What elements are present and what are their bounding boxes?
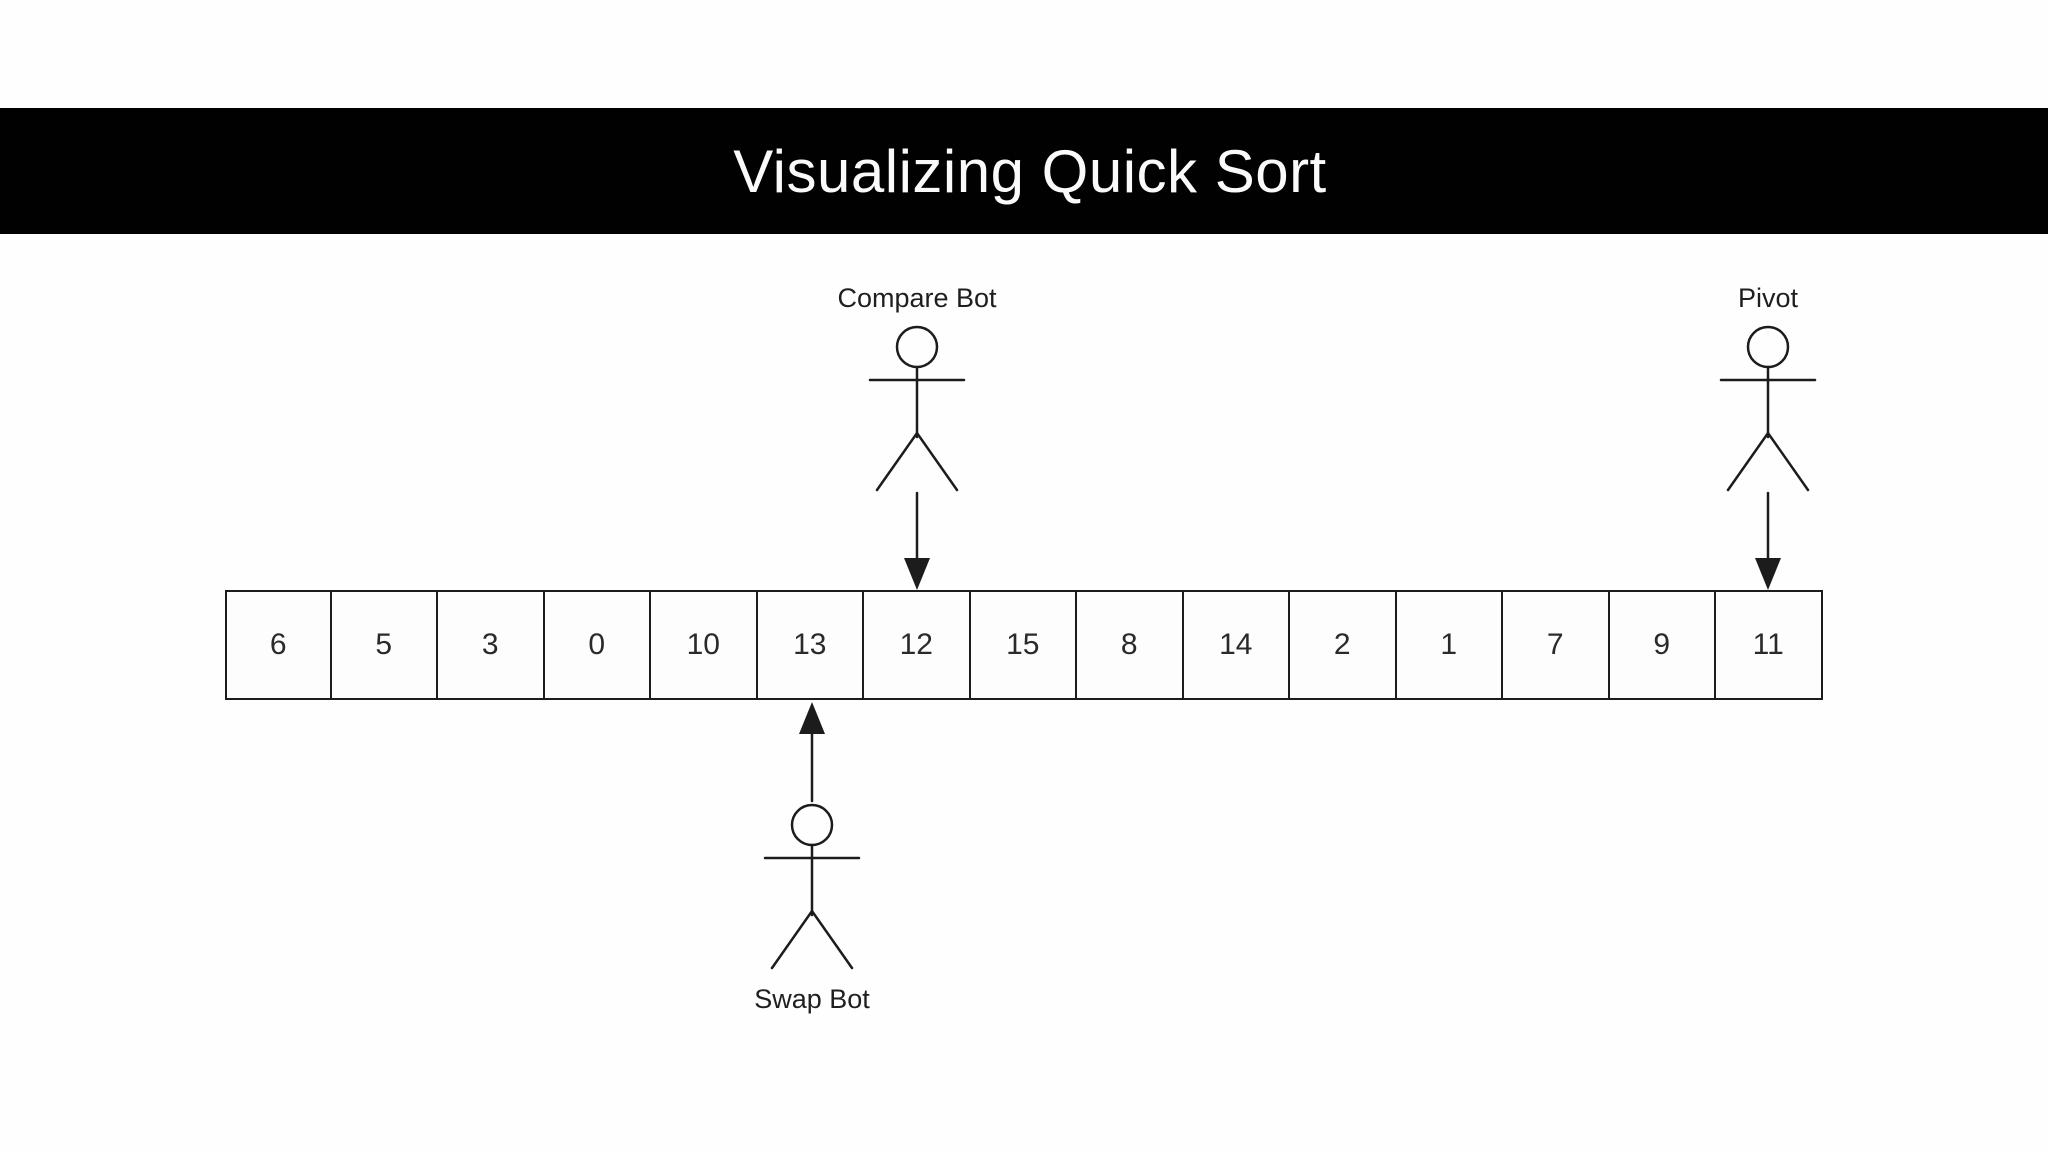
array-cell: 10 xyxy=(651,590,758,700)
array-cell: 8 xyxy=(1077,590,1184,700)
array-cell: 12 xyxy=(864,590,971,700)
swap-bot-actor-icon xyxy=(763,803,861,970)
array-cell: 6 xyxy=(225,590,332,700)
array-cell: 14 xyxy=(1183,590,1290,700)
array-cell: 13 xyxy=(757,590,864,700)
swap-bot-label: Swap Bot xyxy=(754,984,870,1014)
swap-bot-arrow xyxy=(799,702,825,803)
pivot-arrow xyxy=(1755,491,1781,590)
array-cell: 0 xyxy=(544,590,651,700)
array-cell: 7 xyxy=(1503,590,1610,700)
array-cell: 2 xyxy=(1290,590,1397,700)
array-cell: 1 xyxy=(1396,590,1503,700)
page-title: Visualizing Quick Sort xyxy=(733,137,1327,205)
array-cell: 9 xyxy=(1609,590,1716,700)
compare-bot-label: Compare Bot xyxy=(837,283,997,313)
array-cell: 5 xyxy=(331,590,438,700)
compare-bot-arrow xyxy=(904,491,930,590)
array-cell: 3 xyxy=(438,590,545,700)
array-cell: 15 xyxy=(970,590,1077,700)
pivot-actor-icon xyxy=(1719,325,1817,492)
array-cell: 11 xyxy=(1716,590,1823,700)
array: 6 5 3 0 10 13 12 15 8 14 2 1 7 9 11 xyxy=(225,590,1823,700)
compare-bot-actor-icon xyxy=(868,325,966,492)
title-banner: Visualizing Quick Sort xyxy=(0,108,2048,234)
pivot-label: Pivot xyxy=(1737,283,1799,313)
